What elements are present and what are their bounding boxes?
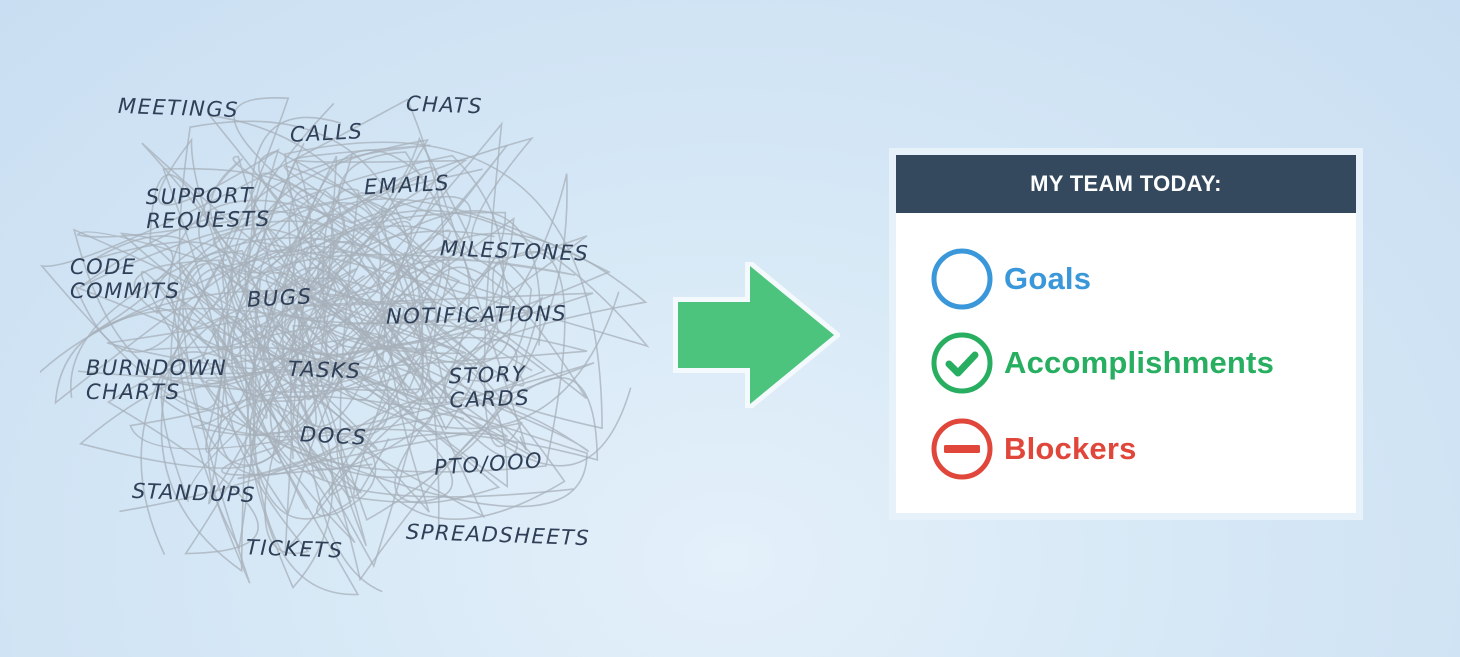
card-title: MY TEAM TODAY: <box>896 155 1356 213</box>
empty-circle-icon <box>931 248 993 310</box>
word-calls: Calls <box>289 119 364 147</box>
scribble-line <box>40 141 603 520</box>
scribble-line <box>74 97 632 517</box>
goals-label: Goals <box>1004 261 1092 296</box>
word-emails: Emails <box>363 170 451 200</box>
minus-circle-icon <box>931 418 993 480</box>
word-chats: Chats <box>405 91 484 119</box>
goals-item: Goals <box>930 247 1091 311</box>
check-circle-icon <box>931 332 993 394</box>
word-code-commits: Code Commits <box>70 255 181 303</box>
word-story-cards: Story Cards <box>448 361 531 413</box>
word-docs: Docs <box>299 422 368 450</box>
scribble-illustration <box>40 97 650 596</box>
right-arrow-icon <box>673 262 840 408</box>
team-summary-card: MY TEAM TODAY: Goals Accomplishments Blo… <box>889 148 1363 520</box>
scribble-line <box>78 195 472 593</box>
word-milestones: Milestones <box>439 236 590 266</box>
blockers-label: Blockers <box>1004 431 1137 466</box>
word-tickets: Tickets <box>245 535 344 563</box>
word-notifications: Notifications <box>385 301 568 329</box>
scribble-line <box>267 185 611 498</box>
scribble-line <box>133 154 544 510</box>
word-bugs: Bugs <box>246 284 313 312</box>
accomplishments-item: Accomplishments <box>930 331 1274 395</box>
accomplishments-label: Accomplishments <box>1004 345 1275 380</box>
blockers-item: Blockers <box>930 417 1137 481</box>
scribble-line <box>119 173 568 521</box>
word-tasks: Tasks <box>287 356 362 384</box>
word-support-requests: Support Requests <box>145 183 271 234</box>
word-burndown-charts: Burndown Charts <box>86 356 228 404</box>
word-standups: Standups <box>131 478 257 508</box>
word-meetings: Meetings <box>117 93 240 123</box>
scribble-line <box>54 139 541 494</box>
scribble-line <box>140 188 576 520</box>
